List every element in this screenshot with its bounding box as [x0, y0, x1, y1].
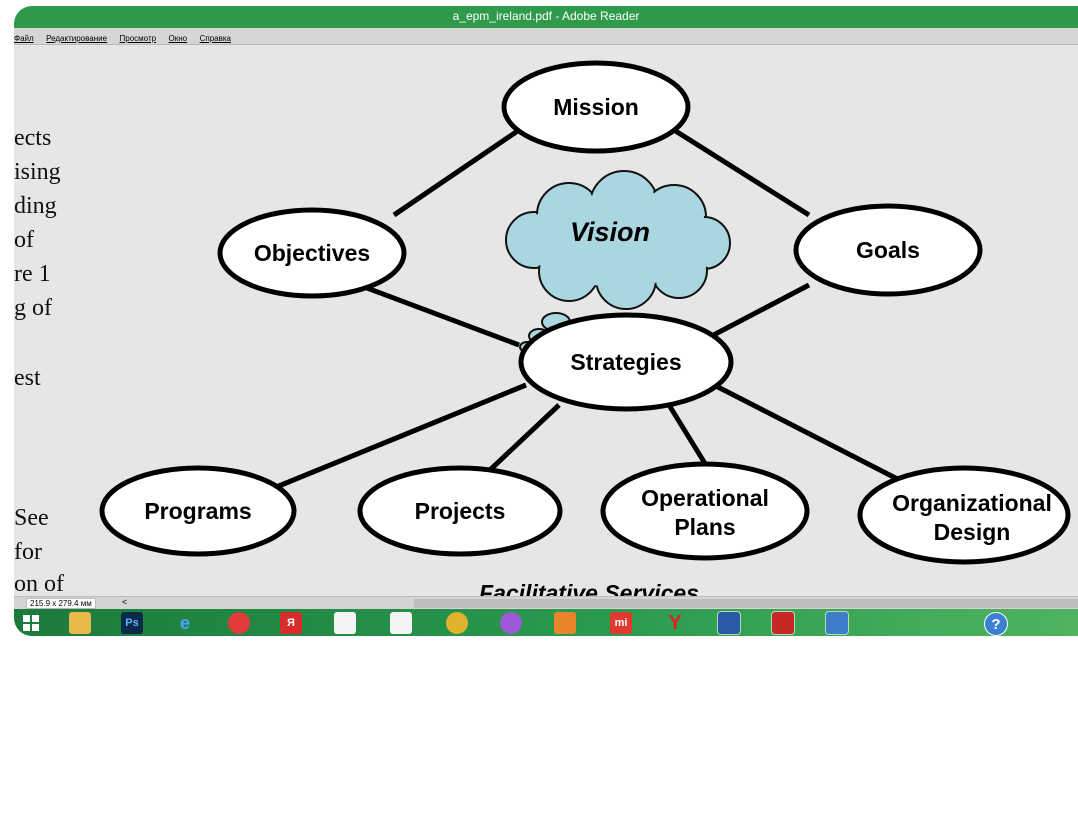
media-player-icon[interactable] [228, 612, 250, 634]
vision-label: Vision [570, 217, 650, 247]
reflection-fade [14, 636, 1078, 836]
menu-file[interactable]: Файл [14, 34, 34, 43]
page-size-readout: 215.9 x 279.4 мм [26, 598, 96, 609]
node-organizational-line1: Organizational [892, 490, 1052, 516]
control-panel-icon[interactable] [825, 611, 849, 635]
text-line: est [14, 365, 41, 391]
node-mission: Mission [553, 94, 639, 120]
text-line: for [14, 539, 42, 565]
node-operational-line1: Operational [641, 485, 769, 511]
node-strategies: Strategies [570, 349, 681, 375]
horizontal-scrollbar[interactable] [414, 599, 1078, 608]
explorer-icon[interactable] [69, 612, 91, 634]
text-line: ects [14, 125, 52, 151]
scroll-left-button[interactable]: < [122, 597, 128, 607]
document-page: ects ising ding of re 1 g of est See for… [14, 45, 1078, 596]
text-line: re 1 [14, 261, 51, 287]
page-text-column: ects ising ding of re 1 g of est See for… [14, 45, 84, 596]
text-line: See [14, 505, 49, 531]
screen: a_epm_ireland.pdf - Adobe Reader Файл Ре… [14, 6, 1078, 636]
start-icon[interactable] [20, 612, 42, 634]
blank-doc-icon[interactable] [390, 612, 412, 634]
text-line: ising [14, 159, 61, 185]
itunes-icon[interactable] [500, 612, 522, 634]
connector-lines [268, 127, 921, 493]
node-projects: Projects [415, 498, 506, 524]
text-line: g of [14, 295, 52, 321]
chrome-icon[interactable] [446, 612, 468, 634]
menu-edit[interactable]: Редактирование [46, 34, 108, 43]
vision-cloud [505, 170, 731, 353]
screen-reflection [14, 636, 1078, 836]
ie-icon[interactable]: e [179, 612, 190, 633]
diagram-nodes [99, 60, 1071, 565]
yandex-browser-icon[interactable]: Я [280, 612, 302, 634]
node-organizational-line2: Design [934, 519, 1011, 545]
help-icon[interactable]: ? [984, 612, 1008, 636]
window-title: a_epm_ireland.pdf - Adobe Reader [452, 9, 640, 23]
node-operational-line2: Plans [674, 514, 735, 540]
menu-bar: Файл Редактирование Просмотр Окно Справк… [14, 28, 1078, 45]
taskbar: Ps e Я mi Y ? [14, 609, 1078, 636]
node-programs: Programs [144, 498, 251, 524]
footer-label: Facilitative Services [479, 580, 699, 596]
node-objectives: Objectives [254, 240, 370, 266]
acrobat-icon[interactable] [771, 611, 795, 635]
menu-view[interactable]: Просмотр [119, 34, 157, 43]
text-line: ding [14, 193, 57, 219]
menu-help[interactable]: Справка [199, 34, 231, 43]
text-line: of [14, 227, 34, 253]
strategy-diagram: Mission Objectives Goals Strategies Prog… [99, 60, 1071, 596]
xiaomi-icon[interactable]: mi [610, 612, 632, 634]
word-icon[interactable] [717, 611, 741, 635]
menu-window[interactable]: Окно [168, 34, 188, 43]
yandex-icon[interactable]: Y [668, 611, 682, 634]
photoshop-icon[interactable]: Ps [121, 612, 143, 634]
text-line: on of [14, 571, 64, 596]
blank-doc-icon[interactable] [334, 612, 356, 634]
notes-icon[interactable] [554, 612, 576, 634]
status-bar: 215.9 x 279.4 мм < [14, 596, 1078, 610]
title-bar: a_epm_ireland.pdf - Adobe Reader [14, 6, 1078, 28]
node-goals: Goals [856, 237, 920, 263]
